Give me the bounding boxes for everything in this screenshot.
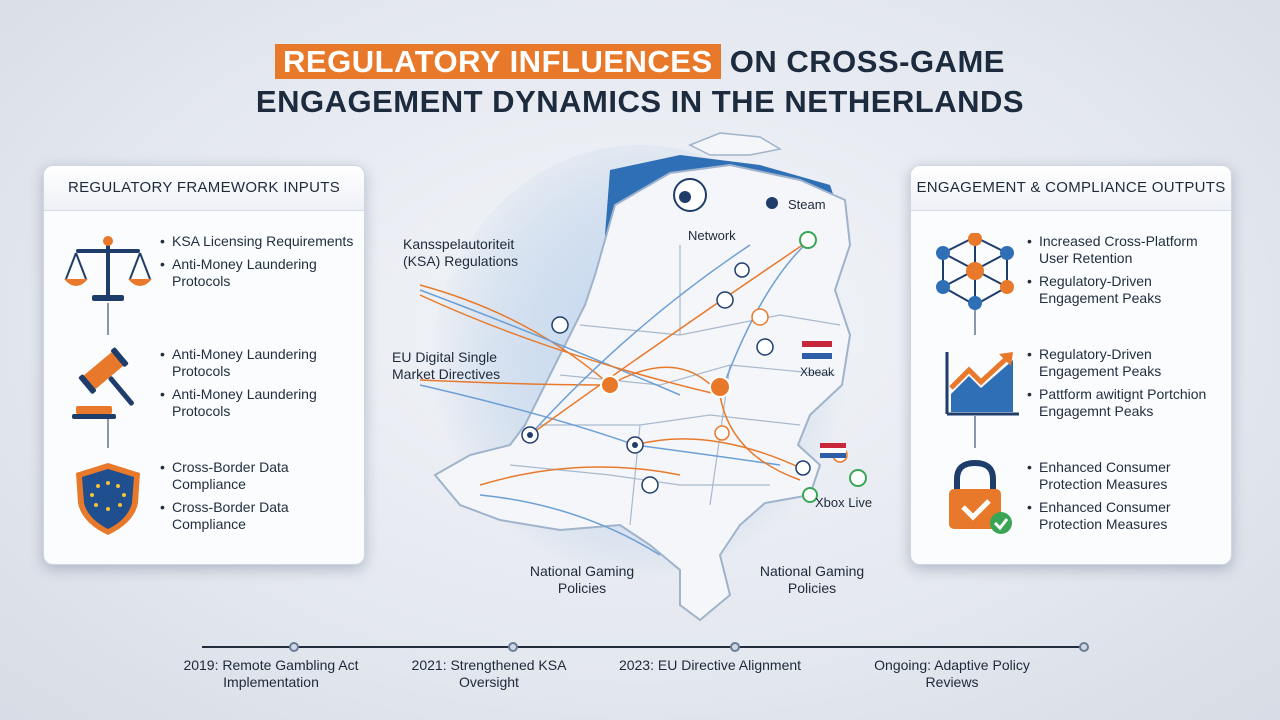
timeline-marker: [508, 642, 518, 652]
output-item-retention: Increased Cross-Platform User Retention …: [911, 232, 1231, 345]
xbox-node: [849, 469, 867, 487]
bullet-text: Anti-Money Laundering Protocols: [160, 346, 356, 380]
eu-directives-label: EU Digital Single Market Directives: [392, 349, 501, 382]
bullet-text: Pattform awitignt Portchion Engagemnt Pe…: [1027, 386, 1223, 420]
timeline-item-2021: 2021: Strengthened KSA Oversight: [411, 657, 567, 690]
steam-label: Steam: [788, 197, 826, 212]
bullet-text: Regulatory-Driven Engagement Peaks: [1027, 273, 1223, 307]
timeline-marker: [1079, 642, 1089, 652]
eu-shield-icon: [62, 459, 154, 539]
playstation-node: [551, 316, 569, 334]
scales-icon: [62, 233, 154, 313]
hub-node: [600, 375, 620, 395]
connector-line: [107, 303, 109, 335]
network-label: Network: [688, 228, 736, 243]
platform-node: [734, 262, 750, 278]
platform-node: [714, 425, 730, 441]
timeline-item-ongoing: Ongoing: Adaptive Policy Reviews: [874, 657, 1030, 690]
timeline-marker: [289, 642, 299, 652]
xbox-live-node: [802, 487, 818, 503]
connector-line: [974, 303, 976, 335]
playstation-node: [756, 338, 774, 356]
bullet-text: Cross-Border Data Compliance: [160, 459, 356, 493]
gavel-icon: [62, 346, 154, 426]
engagement-outputs-panel: ENGAGEMENT & COMPLIANCE OUTPUTS Increase…: [910, 165, 1232, 565]
title-highlight: REGULATORY INFLUENCES: [275, 44, 721, 79]
regulatory-inputs-panel: REGULATORY FRAMEWORK INPUTS KSA Licensin…: [43, 165, 365, 565]
steam-icon-small: [766, 197, 778, 209]
steam-icon-core: [679, 191, 691, 203]
page-title: REGULATORY INFLUENCES ON CROSS-GAME ENGA…: [0, 42, 1280, 122]
xbox-node: [799, 231, 817, 249]
map-land: [433, 163, 852, 622]
timeline-item-2019: 2019: Remote Gambling Act Implementation: [183, 657, 359, 690]
netherlands-map: [419, 132, 867, 622]
dutch-flag-icon: [820, 443, 846, 458]
national-policies-label-left: National Gaming Policies: [529, 563, 635, 596]
xbox-live-label: Xbox Live: [815, 495, 873, 510]
xbeak-label: Xbeak: [800, 365, 835, 379]
playstation-node: [716, 291, 734, 309]
steam-node: [795, 460, 811, 476]
wadden-islands: [688, 132, 783, 156]
bullet-text: KSA Licensing Requirements: [160, 233, 356, 250]
bullet-text: Anti-Money Laundering Protocols: [160, 386, 356, 420]
output-item-protection: Enhanced Consumer Protection Measures En…: [911, 459, 1231, 564]
panel-heading: REGULATORY FRAMEWORK INPUTS: [44, 166, 364, 211]
timeline-axis: [202, 646, 1086, 648]
input-item-aml: Anti-Money Laundering Protocols Anti-Mon…: [44, 346, 364, 458]
node-dot: [632, 442, 638, 448]
node-dot: [527, 432, 533, 438]
panel-heading: ENGAGEMENT & COMPLIANCE OUTPUTS: [911, 166, 1231, 211]
national-policies-label-right: National Gaming Policies: [759, 563, 865, 596]
ksa-label: Kansspelautoriteit (KSA) Regulations: [403, 236, 519, 269]
bullet-text: Regulatory-Driven Engagement Peaks: [1027, 346, 1223, 380]
output-item-peaks: Regulatory-Driven Engagement Peaks Pattf…: [911, 346, 1231, 458]
hub-node: [709, 376, 731, 398]
title-rest: ON CROSS-GAME: [729, 44, 1005, 79]
connector-line: [107, 416, 109, 448]
timeline-marker: [730, 642, 740, 652]
bullet-text: Anti-Money Laundering Protocols: [160, 256, 356, 290]
title-line-2: ENGAGEMENT DYNAMICS IN THE NETHERLANDS: [255, 84, 1025, 119]
input-item-licensing: KSA Licensing Requirements Anti-Money La…: [44, 233, 364, 345]
bullet-text: Enhanced Consumer Protection Measures: [1027, 459, 1223, 493]
rising-chart-icon: [929, 346, 1021, 426]
network-nodes-icon: [929, 232, 1021, 313]
input-item-data: Cross-Border Data Compliance Cross-Borde…: [44, 459, 364, 564]
timeline-item-2023: 2023: EU Directive Alignment: [618, 657, 802, 673]
dutch-flag-icon: [802, 341, 832, 359]
platform-node: [751, 308, 769, 326]
bullet-text: Increased Cross-Platform User Retention: [1027, 233, 1223, 267]
padlock-check-icon: [929, 459, 1021, 539]
playstation-node: [641, 476, 659, 494]
bullet-text: Enhanced Consumer Protection Measures: [1027, 499, 1223, 533]
bullet-text: Cross-Border Data Compliance: [160, 499, 356, 533]
connector-line: [974, 416, 976, 448]
flow-lines: [419, 239, 811, 556]
